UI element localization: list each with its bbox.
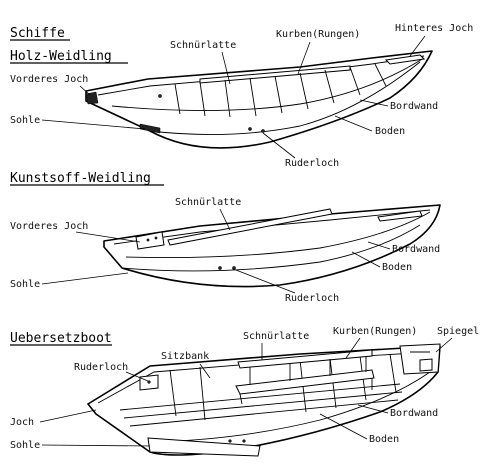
kunststoff-hinteres-joch	[377, 210, 423, 222]
label-holz-sohle: Sohle	[10, 115, 40, 126]
heading-kunststoff-weidling: Kunstsoff-Weidling	[10, 171, 151, 186]
label-holz-ruderloch: Ruderloch	[285, 158, 339, 169]
label-uebersetz-joch: Joch	[10, 417, 34, 428]
kunststoff-bordwand-line	[125, 211, 431, 259]
holz-schnuerlatte	[199, 65, 351, 84]
label-uebersetz-sitzbank: Sitzbank	[161, 351, 209, 362]
label-kunststoff-bordwand: Bordwand	[392, 244, 440, 255]
label-holz-schnuerlatte: Schnürlatte	[170, 40, 236, 51]
kunststoff-schnuerlatte	[167, 208, 333, 246]
holz-ruderloch-2	[261, 129, 265, 133]
uebersetz-sohle	[147, 437, 261, 457]
label-kunststoff-schnuerlatte: Schnürlatte	[175, 197, 241, 208]
heading-holz-weidling: Holz-Weidling	[10, 49, 112, 64]
label-uebersetz-ruderloch: Ruderloch	[74, 362, 128, 373]
label-uebersetz-schnuerlatte: Schnürlatte	[243, 331, 309, 342]
holz-bordwand-line	[111, 57, 425, 111]
label-uebersetz-kurben: Kurben(Rungen)	[333, 326, 417, 337]
label-kunststoff-sohle: Sohle	[10, 279, 40, 290]
uebersetz-schnuerlatte	[237, 349, 373, 369]
label-uebersetz-sohle: Sohle	[10, 440, 40, 451]
uebersetzboot-boat	[87, 343, 441, 457]
label-holz-boden: Boden	[375, 126, 405, 137]
kunststoff-hull-outline	[103, 204, 441, 288]
label-holz-bordwand: Bordwand	[390, 101, 438, 112]
heading-uebersetzboot: Uebersetzboot	[10, 331, 112, 346]
holz-ruderloch-bow	[158, 94, 162, 98]
label-kunststoff-vorderes-joch: Vorderes Joch	[10, 221, 88, 232]
holz-vorderes-joch	[85, 91, 99, 105]
label-holz-vorderes-joch: Vorderes Joch	[10, 74, 88, 85]
uebersetz-boden-planks	[119, 383, 403, 427]
uebersetz-bordwand-line	[149, 371, 431, 443]
label-kunststoff-boden: Boden	[382, 262, 412, 273]
holz-sohle	[139, 123, 161, 134]
label-uebersetz-boden: Boden	[369, 434, 399, 445]
uebersetz-hull-outline	[87, 345, 441, 456]
label-holz-hinteres-joch: Hinteres Joch	[395, 23, 473, 34]
kunststoff-ruderloch-1	[218, 266, 222, 270]
holz-kurben-ribs	[174, 63, 387, 118]
label-uebersetz-bordwand: Bordwand	[390, 408, 438, 419]
holz-ruderloch-1	[248, 127, 252, 131]
kunststoff-ruderloch-2	[232, 266, 236, 270]
uebersetz-ruderloch	[147, 380, 151, 384]
uebersetz-ruderloch-plate-stern	[419, 358, 433, 372]
holz-hinteres-joch	[384, 54, 426, 65]
holz-weidling-boat	[85, 50, 433, 149]
uebersetz-sitzbank	[235, 369, 375, 395]
kunststoff-bottom-line	[121, 224, 421, 272]
label-uebersetz-spiegel: Spiegel	[437, 326, 479, 337]
label-kunststoff-ruderloch: Ruderloch	[285, 293, 339, 304]
kunststoff-vorderes-joch	[135, 231, 165, 250]
title-schiffe: Schiffe	[10, 26, 65, 41]
holz-hull-outline	[85, 50, 433, 149]
label-holz-kurben: Kurben(Rungen)	[276, 29, 360, 40]
holz-bottom-line	[149, 61, 421, 135]
kunststoff-weidling-boat	[103, 204, 441, 288]
